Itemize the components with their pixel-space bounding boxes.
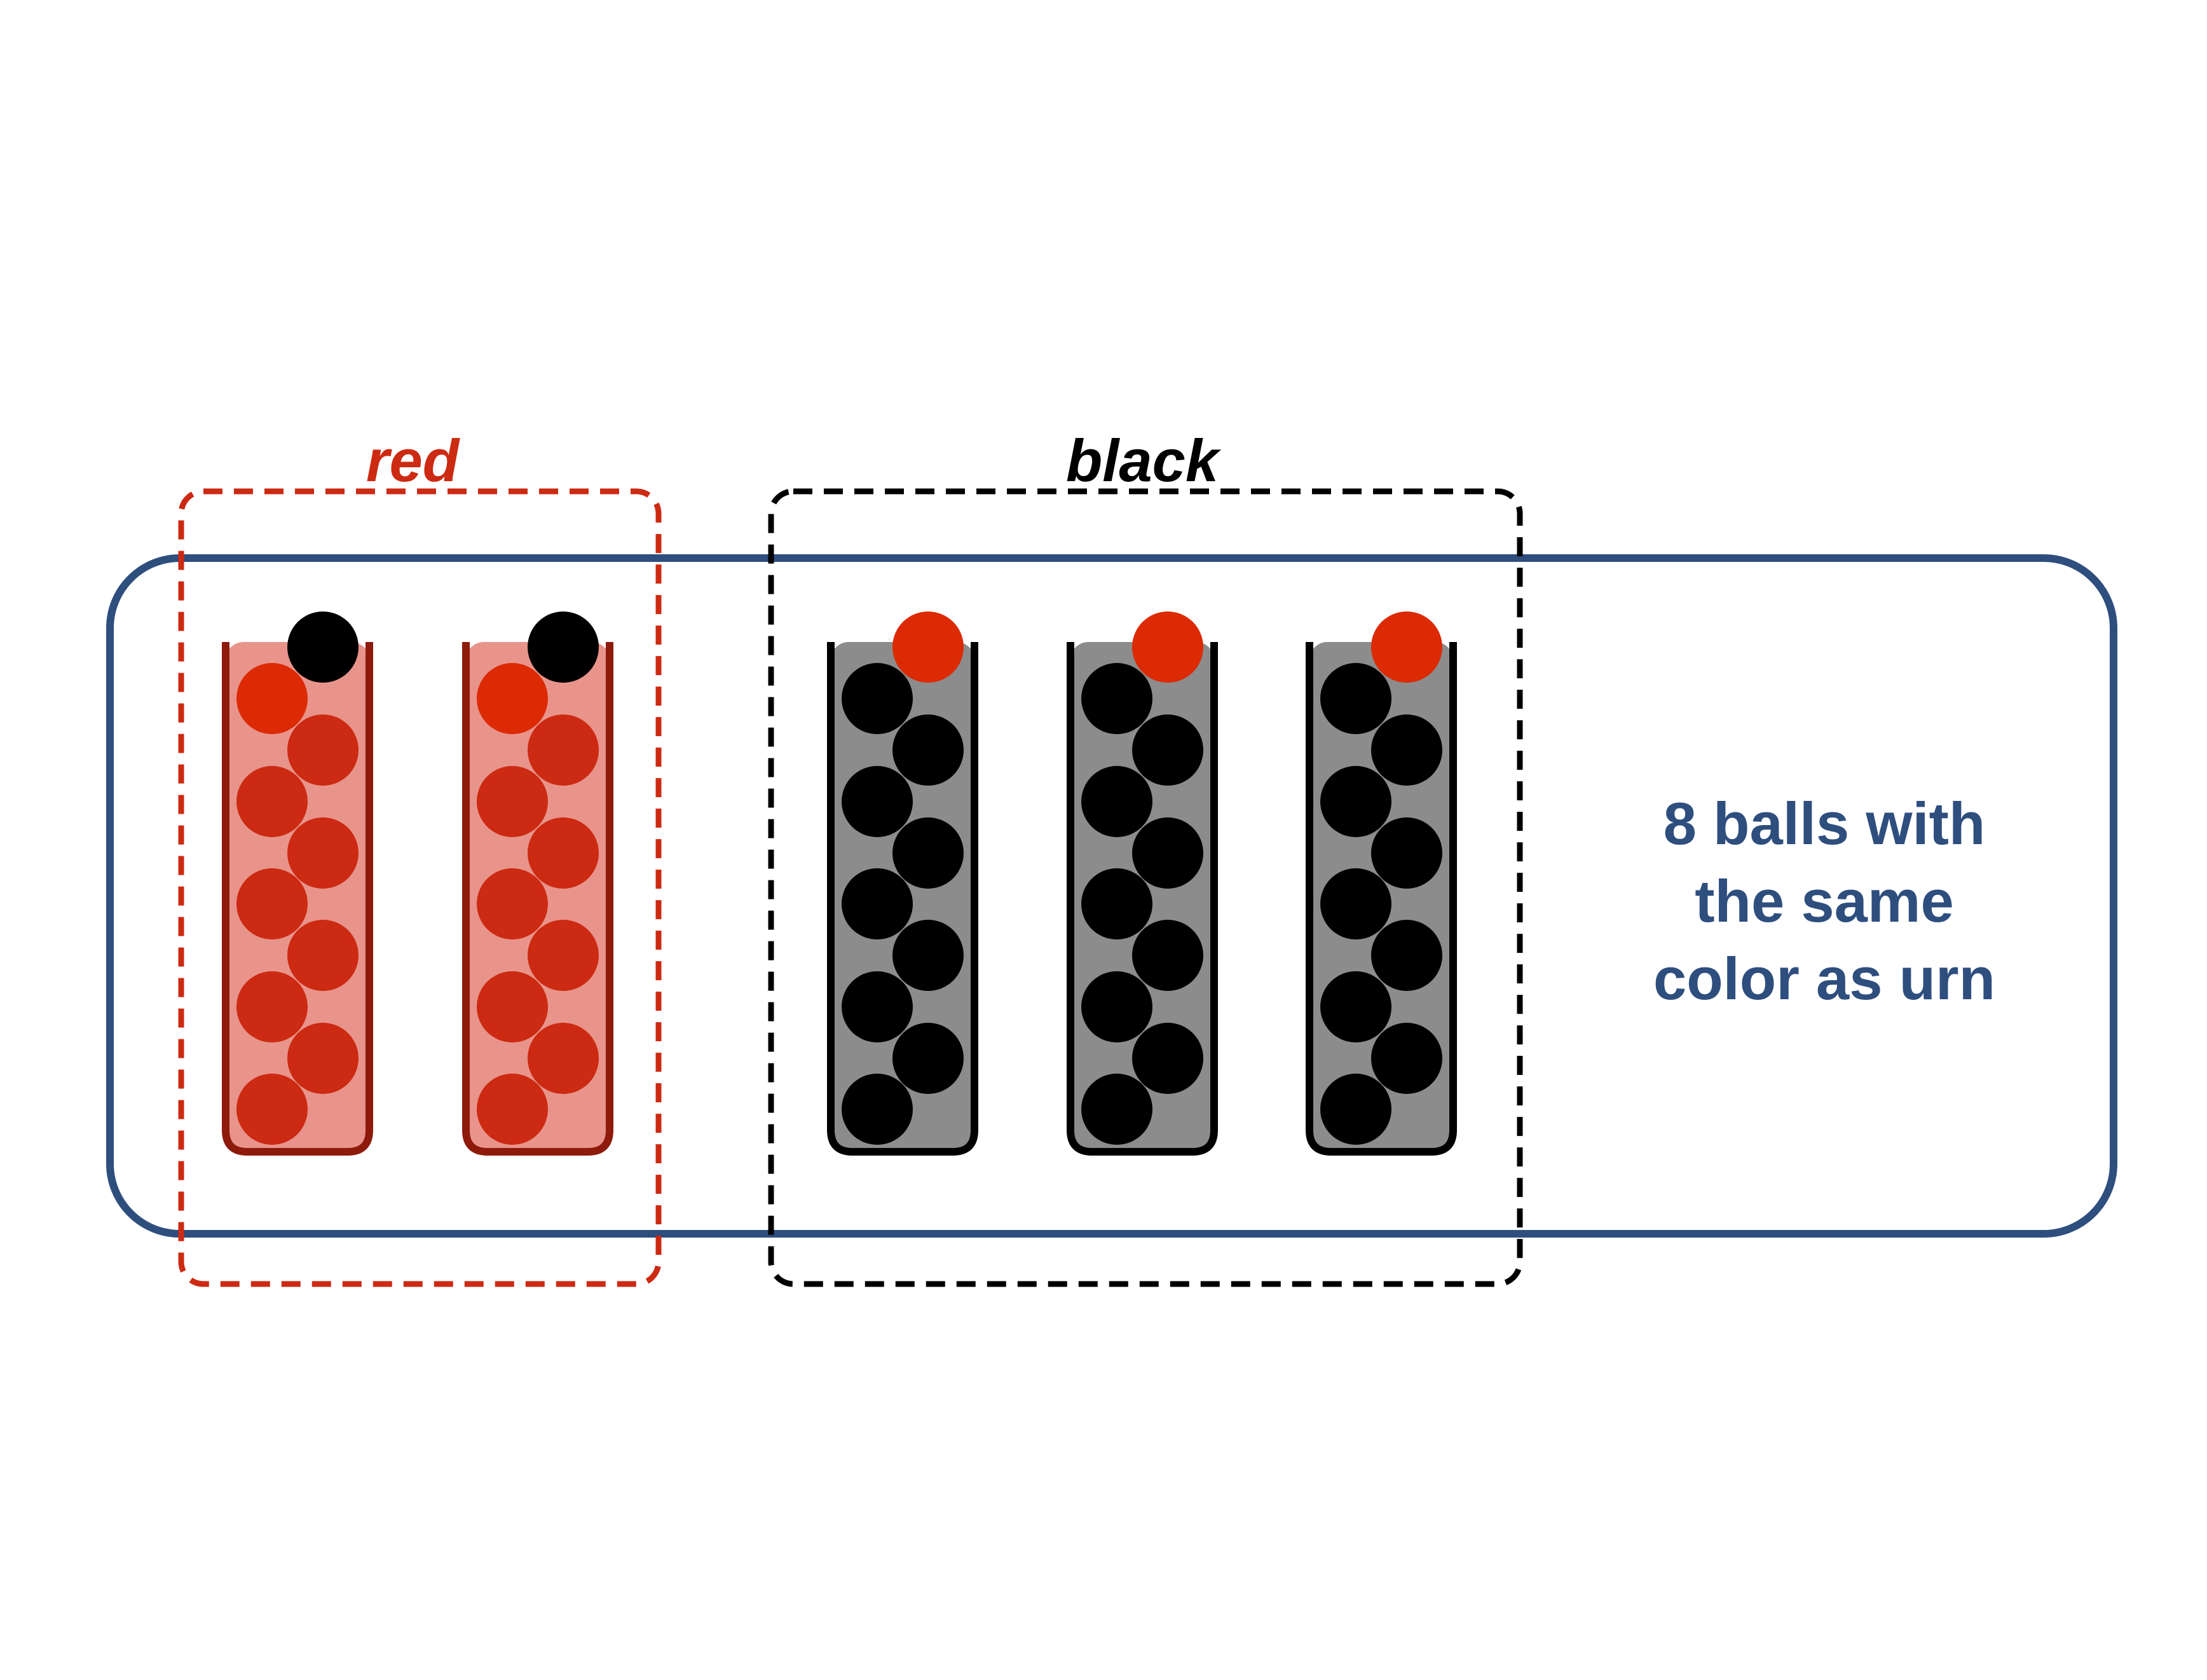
- ball-black: [1371, 1023, 1442, 1094]
- urn-wall: [1067, 642, 1218, 1156]
- caption-line-2: the same: [1695, 868, 1954, 934]
- urn-black-5: [1306, 611, 1457, 1156]
- ball-red: [1132, 611, 1203, 683]
- ball-black: [892, 1023, 964, 1094]
- urn-black-4: [1067, 611, 1218, 1156]
- ball-black: [892, 714, 964, 786]
- ball-black: [1132, 817, 1203, 889]
- ball-red: [236, 766, 308, 837]
- ball-black: [1081, 1074, 1152, 1145]
- caption: 8 balls with the same color as urn: [1602, 785, 2047, 1018]
- ball-black: [1320, 663, 1391, 734]
- urn-wall: [1306, 642, 1457, 1156]
- red-group-dashed-frame: [178, 488, 662, 1287]
- ball-red: [477, 663, 548, 734]
- ball-black: [1320, 971, 1391, 1042]
- urn-red-1: [222, 611, 373, 1156]
- ball-red: [236, 663, 308, 734]
- ball-black: [842, 1074, 913, 1145]
- urn-black-3: [827, 611, 978, 1156]
- ball-black: [528, 611, 599, 683]
- ball-red: [892, 611, 964, 683]
- ball-black: [1081, 663, 1152, 734]
- urn-wall: [827, 642, 978, 1156]
- ball-black: [1371, 714, 1442, 786]
- ball-red: [236, 971, 308, 1042]
- ball-red: [477, 766, 548, 837]
- ball-black: [842, 663, 913, 734]
- ball-black: [892, 817, 964, 889]
- ball-red: [287, 1023, 359, 1094]
- ball-black: [892, 920, 964, 991]
- ball-black: [1081, 971, 1152, 1042]
- ball-red: [528, 1023, 599, 1094]
- ball-black: [842, 971, 913, 1042]
- caption-line-3: color as urn: [1653, 945, 1996, 1012]
- ball-black: [1132, 920, 1203, 991]
- ball-red: [477, 971, 548, 1042]
- ball-black: [1132, 1023, 1203, 1094]
- ball-black: [287, 611, 359, 683]
- ball-red: [236, 1074, 308, 1145]
- ball-red: [528, 920, 599, 991]
- ball-red: [236, 868, 308, 939]
- ball-red: [287, 817, 359, 889]
- ball-black: [1081, 766, 1152, 837]
- ball-red: [528, 817, 599, 889]
- ball-black: [1371, 920, 1442, 991]
- urn-wall: [462, 642, 613, 1156]
- ball-black: [842, 766, 913, 837]
- caption-line-1: 8 balls with: [1663, 790, 1986, 857]
- ball-red: [287, 714, 359, 786]
- blue-frame: [106, 554, 2117, 1238]
- ball-black: [1320, 868, 1391, 939]
- ball-red: [477, 1074, 548, 1145]
- ball-black: [1081, 868, 1152, 939]
- black-group-dashed-frame: [768, 488, 1523, 1287]
- black-group-label: black: [1065, 427, 1219, 494]
- ball-black: [1320, 1074, 1391, 1145]
- ball-red: [477, 868, 548, 939]
- ball-black: [1371, 817, 1442, 889]
- urn-red-2: [462, 611, 613, 1156]
- ball-black: [842, 868, 913, 939]
- urn-wall: [222, 642, 373, 1156]
- urns: [222, 611, 1457, 1156]
- red-group-label: red: [366, 427, 460, 494]
- ball-red: [287, 920, 359, 991]
- ball-red: [528, 714, 599, 786]
- ball-black: [1320, 766, 1391, 837]
- ball-black: [1132, 714, 1203, 786]
- ball-red: [1371, 611, 1442, 683]
